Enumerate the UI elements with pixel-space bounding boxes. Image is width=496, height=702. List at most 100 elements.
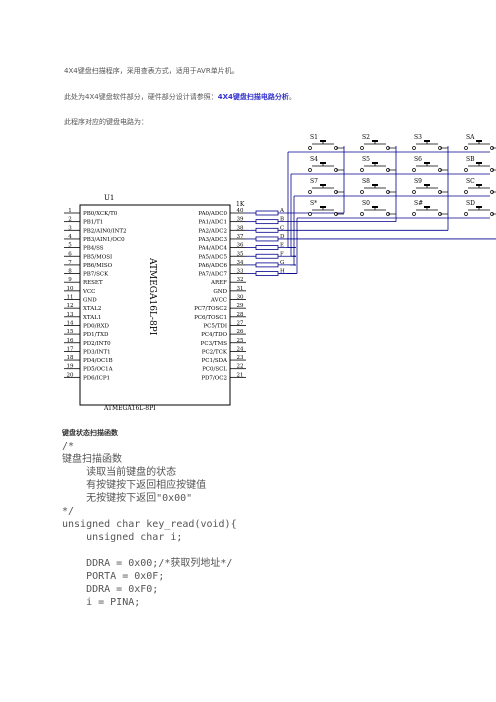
- right-pin-number: 25: [237, 338, 244, 344]
- left-pin-name: PD4/OC1B: [83, 358, 113, 364]
- reference-prefix: 此处为4X4键盘软件部分，硬件部分设计请参照：: [64, 93, 218, 101]
- switch-cap: [320, 162, 326, 164]
- right-pin-name: AREF: [210, 280, 227, 286]
- switch-contact: [412, 146, 416, 150]
- left-pin-number: 12: [67, 303, 74, 309]
- code-line: PORTA = 0x0F;: [62, 571, 165, 582]
- right-pin-name: PC4/TDO: [201, 332, 227, 338]
- net-label: D: [280, 234, 285, 240]
- left-pin-name: PB4/SS: [83, 246, 104, 252]
- right-pin-name: GND: [213, 289, 227, 295]
- right-pin-name: PC7/TOSC2: [194, 306, 227, 312]
- left-pin-number: 19: [67, 364, 74, 370]
- switch-contact: [360, 146, 364, 150]
- switch-label: S3: [414, 134, 422, 141]
- left-pin-number: 6: [68, 251, 72, 257]
- left-pin-name: PD5/OC1A: [83, 367, 114, 373]
- right-pin-name: PC3/TMS: [201, 341, 228, 347]
- switch-cap: [424, 206, 430, 208]
- left-pin-number: 2: [68, 217, 72, 223]
- right-pin-name: PA6/ADC6: [198, 263, 227, 269]
- resistor: [255, 245, 279, 251]
- switch-label: SA: [466, 134, 475, 141]
- left-pin-number: 13: [67, 312, 74, 318]
- left-pin-number: 1: [68, 208, 72, 214]
- left-pin-number: 11: [67, 295, 74, 301]
- switch-cap: [424, 162, 430, 164]
- net-label: B: [280, 217, 284, 223]
- net-label: G: [280, 260, 284, 266]
- switch-contact: [308, 168, 312, 172]
- switch-contact: [464, 146, 468, 150]
- intro-text: 4X4键盘扫描程序，采用查表方式，适用于AVR单片机。: [64, 67, 239, 75]
- code-line: i = PINA;: [62, 597, 141, 608]
- code-line: 无按键按下返回"0x00": [62, 493, 193, 504]
- right-pin-name: PC0/SCL: [202, 367, 227, 373]
- circuit-intro-paragraph: 此程序对应的键盘电路为：: [64, 117, 148, 127]
- right-pin-number: 34: [237, 260, 244, 266]
- switch-contact: [464, 168, 468, 172]
- left-pin-number: 8: [68, 269, 72, 275]
- right-pin-number: 38: [237, 225, 244, 231]
- left-pin-name: PD6/ICP1: [83, 375, 110, 381]
- code-block: /*键盘扫描函数 读取当前键盘的状态 有按键按下返回相应按键值 无按键按下返回"…: [62, 440, 237, 609]
- right-pin-number: 40: [237, 208, 244, 214]
- switch-label: SC: [466, 178, 475, 185]
- chip-body-label: ATMEGA16L-8PI: [147, 257, 157, 336]
- switch-label: S*: [310, 200, 317, 207]
- switch-cap: [372, 206, 378, 208]
- resistor: [255, 227, 279, 233]
- left-pin-number: 17: [67, 346, 74, 352]
- code-line: unsigned char key_read(void){: [62, 519, 237, 530]
- net-label: E: [280, 243, 284, 249]
- switch-contact: [464, 212, 468, 216]
- switch-label: S1: [310, 134, 318, 141]
- reference-paragraph: 此处为4X4键盘软件部分，硬件部分设计请参照：4X4键盘扫描电路分析。: [64, 92, 296, 102]
- right-pin-name: PD7/OC2: [201, 375, 227, 381]
- right-pin-number: 26: [237, 329, 244, 335]
- function-title: 键盘状态扫描函数: [62, 429, 118, 437]
- left-pin-number: 5: [68, 243, 72, 249]
- switch-contact: [464, 190, 468, 194]
- code-line: DDRA = 0x00;/*获取列地址*/: [62, 558, 233, 569]
- left-pin-number: 3: [68, 225, 72, 231]
- intro-paragraph: 4X4键盘扫描程序，采用查表方式，适用于AVR单片机。: [64, 66, 239, 76]
- left-pin-number: 15: [67, 329, 74, 335]
- right-pin-name: PC6/TOSC1: [194, 315, 227, 321]
- right-pin-number: 27: [237, 320, 244, 326]
- right-pin-name: PC2/TCK: [202, 349, 228, 355]
- switch-cap: [320, 184, 326, 186]
- left-pin-name: GND: [83, 298, 97, 304]
- switch-cap: [476, 184, 482, 186]
- resistor: [255, 210, 279, 216]
- switch-contact: [412, 168, 416, 172]
- switch-label: S8: [362, 178, 370, 185]
- switch-contact: [360, 212, 364, 216]
- left-pin-name: PB0/XCK/T0: [83, 211, 118, 217]
- right-pin-name: PA0/ADC0: [198, 211, 227, 217]
- right-pin-number: 21: [237, 372, 244, 378]
- switch-cap: [372, 140, 378, 142]
- left-pin-number: 20: [67, 372, 74, 378]
- circuit-analysis-link[interactable]: 4X4键盘扫描电路分析: [217, 93, 289, 101]
- right-pin-number: 32: [237, 277, 244, 283]
- net-label: F: [280, 251, 284, 257]
- reference-suffix: 。: [288, 93, 296, 101]
- left-pin-name: XTAL1: [83, 315, 101, 321]
- switch-cap: [372, 162, 378, 164]
- switch-cap: [424, 140, 430, 142]
- right-pin-name: PA2/ADC2: [198, 228, 227, 234]
- code-line: 读取当前键盘的状态: [62, 467, 177, 478]
- left-pin-number: 7: [68, 260, 72, 266]
- left-pin-name: PB7/SCK: [83, 272, 109, 278]
- left-pin-name: VCC: [82, 289, 95, 295]
- switch-contact: [360, 168, 364, 172]
- net-label: C: [280, 225, 284, 231]
- right-pin-name: PA7/ADC7: [198, 272, 227, 278]
- switch-label: S9: [414, 178, 422, 185]
- right-pin-name: AVCC: [210, 298, 227, 304]
- code-line: DDRA = 0xF0;: [62, 584, 159, 595]
- switch-label: S#: [414, 200, 423, 207]
- left-pin-name: XTAL2: [83, 306, 101, 312]
- chip-ref-label: U1: [104, 194, 114, 202]
